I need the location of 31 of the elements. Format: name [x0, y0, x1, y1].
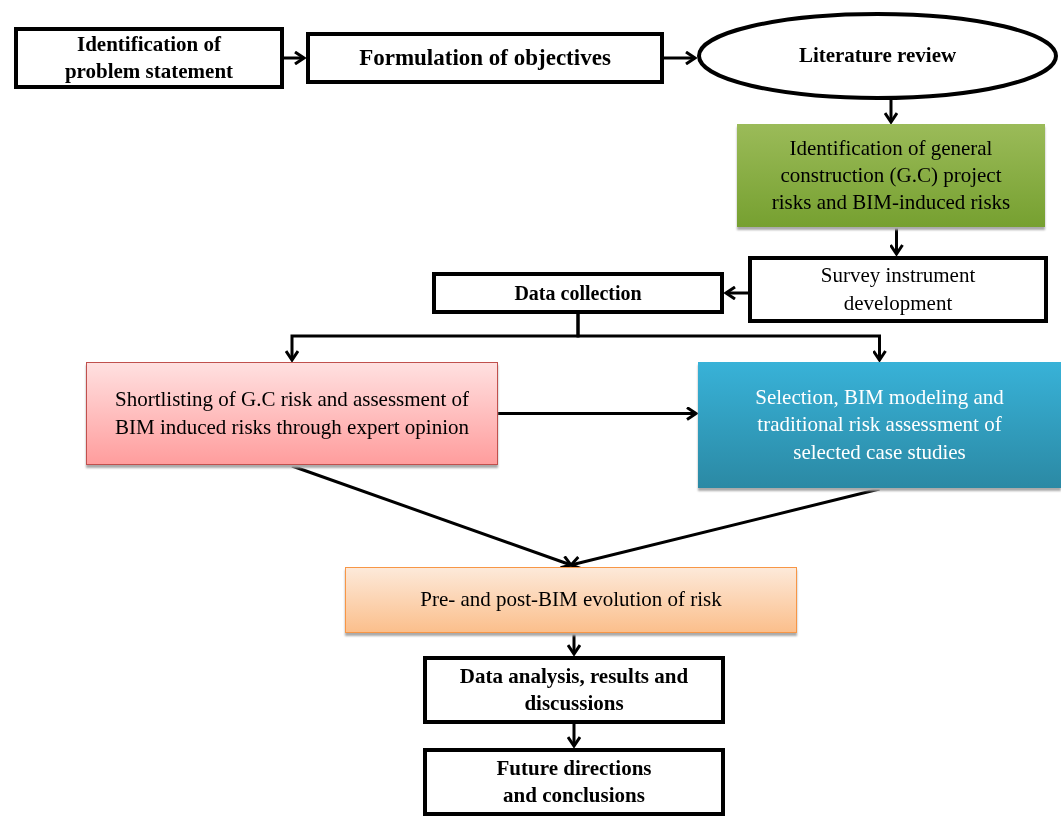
process-box: [423, 656, 725, 724]
node-label: Survey instrument development: [819, 262, 977, 317]
node-label: Data analysis, results and discussions: [458, 662, 690, 717]
arrow: [724, 285, 748, 301]
process-box: [14, 27, 284, 89]
process-box: [345, 567, 797, 633]
arrow: [498, 406, 698, 421]
process-box: [86, 362, 498, 465]
arrow: [883, 99, 899, 124]
node-label: Literature review: [798, 42, 957, 70]
process-box: [306, 32, 664, 84]
arrow: [566, 633, 582, 656]
process-box: [748, 256, 1048, 323]
arrow: [284, 50, 306, 66]
node-label: Selection, BIM modeling and traditional risk assessment of selected case studies: [754, 384, 1005, 466]
node-label: Pre- and post-BIM evolution of risk: [420, 586, 722, 614]
arrow: [576, 314, 887, 362]
process-box: [737, 124, 1045, 227]
node-label: Data collection: [514, 281, 642, 306]
node-label: Identification of general construction (G.C) project risks and BIM-induced risks: [770, 134, 1012, 217]
arrow: [664, 50, 697, 66]
arrow: [566, 724, 582, 748]
arrow: [889, 227, 904, 256]
node-label: Identification of problem statement: [63, 30, 235, 85]
process-box: [423, 748, 725, 816]
node-label: Shortlisting of G.C risk and assessment of BIM induced risks through expert opinion: [113, 386, 471, 441]
process-box: [698, 362, 1061, 488]
process-box: [432, 272, 724, 314]
node-label: Future directions and conclusions: [495, 754, 653, 809]
node-label: Formulation of objectives: [359, 44, 611, 73]
process-ellipse: [697, 12, 1058, 100]
